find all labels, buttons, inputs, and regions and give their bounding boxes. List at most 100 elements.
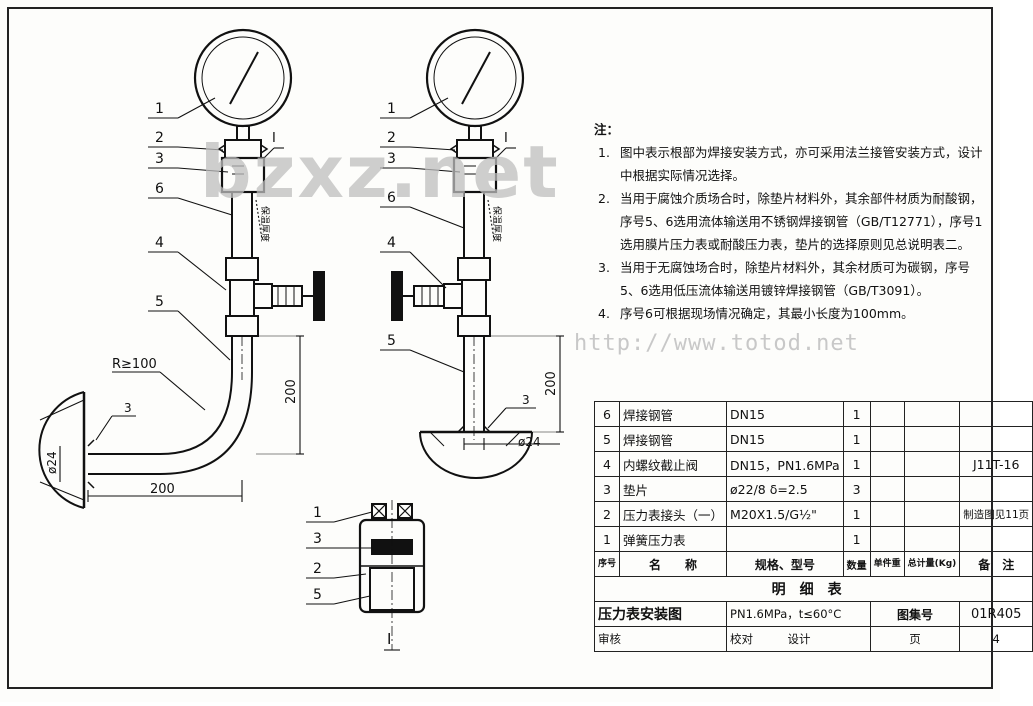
signature-row: 审核 校对 设计 页 4 — [593, 626, 1033, 652]
left-bend-radius: R≥100 — [112, 357, 157, 372]
left-dim-dia-24: ø24 — [45, 451, 59, 474]
detail-part-2: 2 — [313, 561, 322, 577]
bom-qty: 1 — [842, 426, 871, 452]
right-valve-body — [413, 285, 445, 307]
bom-name: 压力表接头（一） — [619, 501, 728, 527]
table-row: 3 垫片 ø22/8 δ=2.5 3 — [593, 476, 1033, 502]
detail-leaders — [306, 511, 400, 651]
bom-total-weight — [903, 476, 961, 502]
bom-header-total: 总计量(Kg) — [903, 551, 961, 577]
left-assembly — [38, 28, 325, 509]
left-section-mark: I — [272, 131, 276, 146]
table-row: 6 焊接钢管 DN15 1 — [593, 401, 1033, 427]
left-leaders — [59, 97, 304, 502]
bom-spec: DN15，PN1.6MPa — [726, 451, 844, 477]
bom-no: 6 — [593, 401, 621, 427]
bom-qty: 1 — [842, 401, 871, 427]
note-text: 图中表示根部为焊接安装方式，亦可采用法兰接管安装方式，设计中根据实际情况选择。 — [620, 145, 983, 183]
right-weld-symbol: 3 — [522, 393, 530, 407]
left-connector — [220, 156, 266, 194]
bom-unit-weight — [869, 426, 905, 452]
left-part-1: 1 — [155, 101, 164, 117]
title-block-row: 压力表安装图 PN1.6MPa，t≤60°C 图集号 01R405 — [593, 601, 1033, 627]
right-section-mark: I — [504, 131, 508, 146]
note-item: 3.当用于无腐蚀场合时，除垫片材料外，其余材质可为碳钢，序号5、6选用低压流体输… — [594, 256, 989, 302]
note-number: 4. — [598, 306, 610, 321]
bom-header-row: 序号 名 称 规格、型号 数量 单件重 总计量(Kg) 备 注 — [593, 551, 1033, 577]
right-part-3: 3 — [387, 151, 396, 167]
bom-no: 1 — [593, 526, 621, 552]
table-row: 4 内螺纹截止阀 DN15，PN1.6MPa 1 J11T-16 — [593, 451, 1033, 477]
left-lower-union — [225, 315, 259, 337]
left-gauge-needle — [229, 51, 259, 105]
sign-design-label: 设计 — [787, 632, 811, 646]
watermark-logo: bzxz.net — [200, 130, 560, 214]
drawing-condition: PN1.6MPa，t≤60°C — [726, 601, 871, 627]
note-text: 序号6可根据现场情况确定，其最小长度为100mm。 — [620, 306, 914, 321]
bom-qty: 1 — [842, 501, 871, 527]
bom-name: 焊接钢管 — [619, 426, 728, 452]
bom-name: 垫片 — [619, 476, 728, 502]
bom-unit-weight — [869, 526, 905, 552]
bom-qty: 1 — [842, 451, 871, 477]
left-weld-symbol: 3 — [124, 401, 132, 415]
bom-header-spec: 规格、型号 — [726, 551, 844, 577]
right-gauge-needle — [461, 51, 491, 105]
bom-no: 4 — [593, 451, 621, 477]
bom-unit-weight — [869, 451, 905, 477]
bom-remark — [959, 476, 1033, 502]
detail-part-3: 3 — [313, 531, 322, 547]
left-part-6: 6 — [155, 181, 164, 197]
sheet-frame — [7, 7, 993, 689]
note-item: 4. 序号6可根据现场情况确定，其最小长度为100mm。 — [594, 302, 989, 325]
right-dim-200-vertical: 200 — [544, 371, 559, 396]
note-number: 2. — [598, 191, 610, 206]
note-item: 1. 图中表示根部为焊接安装方式，亦可采用法兰接管安装方式，设计中根据实际情况选择… — [594, 141, 989, 187]
note-text: 当用于腐蚀介质场合时，除垫片材料外，其余部件材质为耐酸钢，序号5、6选用流体输送… — [620, 191, 983, 252]
bom-total-weight — [903, 526, 961, 552]
bom-total-weight — [903, 426, 961, 452]
table-row: 2 压力表接头（一） M20X1.5/G½" 1 制造图见11页 — [593, 501, 1033, 527]
sign-review: 审核 — [593, 626, 728, 652]
bom-no: 2 — [593, 501, 621, 527]
bom-qty: 3 — [842, 476, 871, 502]
bom-name: 弹簧压力表 — [619, 526, 728, 552]
left-insulation-label: 保温厚度 — [259, 206, 271, 242]
bom-spec: M20X1.5/G½" — [726, 501, 844, 527]
left-valve-handwheel — [313, 271, 325, 321]
bom-total-weight — [903, 451, 961, 477]
bom-remark: 制造图见11页 — [959, 501, 1033, 527]
bom-no: 3 — [593, 476, 621, 502]
bom-total-weight — [903, 501, 961, 527]
left-part-5: 5 — [155, 294, 164, 310]
bom-name: 焊接钢管 — [619, 401, 728, 427]
page-label: 页 — [869, 626, 961, 652]
right-dim-dia-24: ø24 — [518, 435, 541, 449]
detail-part-5: 5 — [313, 587, 322, 603]
left-upper-union — [225, 257, 259, 281]
drawing-sheet: 1 2 3 6 4 5 I R≥100 200 200 ø24 3 保温厚度 — [7, 7, 1033, 689]
table-row: 5 焊接钢管 DN15 1 — [593, 426, 1033, 452]
drawing-name: 压力表安装图 — [593, 601, 728, 627]
bom-remark — [959, 526, 1033, 552]
right-connector — [452, 156, 498, 194]
note-number: 1. — [598, 145, 610, 160]
detail-labels: 1 3 2 5 I — [313, 505, 391, 648]
engineering-drawing: 1 2 3 6 4 5 I R≥100 200 200 ø24 3 保温厚度 — [7, 7, 993, 689]
right-part-5: 5 — [387, 333, 396, 349]
note-item: 2. 当用于腐蚀介质场合时，除垫片材料外，其余部件材质为耐酸钢，序号5、6选用流体… — [594, 187, 989, 256]
note-text: 当用于无腐蚀场合时，除垫片材料外，其余材质可为碳钢，序号5、6选用低压流体输送用… — [620, 260, 971, 298]
table-row: 1 弹簧压力表 1 — [593, 526, 1033, 552]
detail-section-title: I — [387, 630, 391, 648]
bom-unit-weight — [869, 501, 905, 527]
right-part-6: 6 — [387, 190, 396, 206]
right-assembly — [391, 28, 533, 479]
left-part-3: 3 — [155, 151, 164, 167]
bom-header-remark: 备 注 — [959, 551, 1033, 577]
bom-title: 明细表 — [593, 576, 1033, 602]
bom-remark — [959, 401, 1033, 427]
sign-review-label: 审核 — [598, 632, 621, 646]
bom-remark: J11T-16 — [959, 451, 1033, 477]
atlas-label: 图集号 — [869, 601, 961, 627]
right-part-1: 1 — [387, 101, 396, 117]
